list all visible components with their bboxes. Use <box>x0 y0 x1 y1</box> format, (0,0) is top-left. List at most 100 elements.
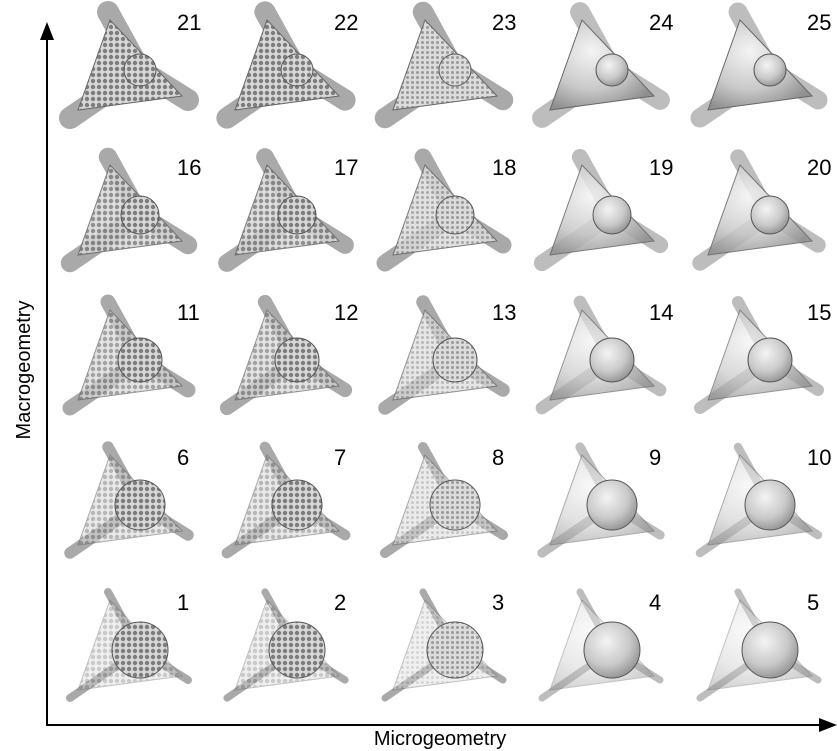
tripod-sphere <box>112 622 168 678</box>
grid-cell: 20 <box>700 155 831 263</box>
tripod-shape <box>70 157 188 263</box>
tripod-shape <box>700 447 818 553</box>
cell-number: 3 <box>492 590 504 615</box>
grid-cell: 4 <box>542 590 661 698</box>
cell-number: 15 <box>807 300 831 325</box>
tripod-shape <box>700 157 818 263</box>
tripod-shape <box>385 302 503 408</box>
grid-cell: 15 <box>700 300 831 408</box>
tripod-sphere <box>436 196 474 234</box>
grid-cell: 24 <box>542 10 673 118</box>
cell-number: 16 <box>177 155 201 180</box>
x-axis-arrow-icon <box>819 718 837 732</box>
tripod-sphere <box>124 54 156 86</box>
cell-number: 12 <box>334 300 358 325</box>
grid-cell: 7 <box>227 445 346 553</box>
grid-cell: 13 <box>385 300 516 408</box>
tripod-shape <box>385 592 503 698</box>
grid-cell: 19 <box>542 155 673 263</box>
tripod-sphere <box>275 338 319 382</box>
cell-number: 5 <box>807 590 819 615</box>
y-axis-label: Macrogeometry <box>13 301 35 440</box>
tripod-shape <box>700 302 818 408</box>
grid-cell: 2 <box>227 590 346 698</box>
tripod-sphere <box>278 196 316 234</box>
tripod-sphere <box>748 338 792 382</box>
tripod-shape <box>542 12 660 118</box>
grid-cell: 17 <box>227 155 358 263</box>
cell-number: 18 <box>492 155 516 180</box>
tripod-shape <box>385 447 503 553</box>
tripod-sphere <box>754 54 786 86</box>
tripod-shape <box>700 592 818 698</box>
cell-number: 17 <box>334 155 358 180</box>
tripod-sphere <box>596 54 628 86</box>
cell-number: 7 <box>334 445 346 470</box>
tripod-sphere <box>751 196 789 234</box>
tripod-shape <box>227 592 345 698</box>
tripod-shape <box>227 447 345 553</box>
tripod-shape <box>227 157 345 263</box>
tripod-sphere <box>281 54 313 86</box>
tripod-shape <box>227 302 345 408</box>
tripod-sphere <box>430 480 480 530</box>
grid-cell: 11 <box>70 300 200 408</box>
tripod-sphere <box>272 480 322 530</box>
tripod-sphere <box>121 196 159 234</box>
tripod-sphere <box>587 480 637 530</box>
tripod-sphere <box>593 196 631 234</box>
tripod-shape <box>542 447 660 553</box>
grid-cell: 14 <box>542 300 673 408</box>
tripod-shape <box>542 302 660 408</box>
tripod-shape <box>70 302 188 408</box>
cell-number: 1 <box>177 590 189 615</box>
grid-cell: 12 <box>227 300 358 408</box>
cell-number: 20 <box>807 155 831 180</box>
y-axis-arrow-icon <box>40 22 54 40</box>
cell-number: 23 <box>492 10 516 35</box>
cell-number: 6 <box>177 445 189 470</box>
cell-number: 10 <box>807 445 831 470</box>
tripod-sphere <box>115 480 165 530</box>
tripod-sphere <box>745 480 795 530</box>
grid-cell: 1 <box>70 590 189 698</box>
tripod-sphere <box>269 622 325 678</box>
tripod-sphere <box>427 622 483 678</box>
tripod-sphere <box>584 622 640 678</box>
tripod-shape <box>700 12 818 118</box>
grid-cell: 8 <box>385 445 504 553</box>
tripod-shape <box>70 12 188 118</box>
tripod-sphere <box>433 338 477 382</box>
grid-cell: 21 <box>70 10 201 118</box>
tripod-shape <box>385 157 503 263</box>
tripod-shape <box>385 12 503 118</box>
tripod-shape <box>542 157 660 263</box>
tripod-sphere <box>590 338 634 382</box>
grid-cell: 6 <box>70 445 189 553</box>
tripod-sphere <box>742 622 798 678</box>
tripod-sphere <box>439 54 471 86</box>
cells-group: 2122232425161718192011121314156789101234… <box>70 10 831 698</box>
grid-cell: 16 <box>70 155 201 263</box>
cell-number: 13 <box>492 300 516 325</box>
grid-cell: 3 <box>385 590 504 698</box>
cell-number: 21 <box>177 10 201 35</box>
grid-cell: 22 <box>227 10 358 118</box>
tripod-shape <box>70 447 188 553</box>
cell-number: 19 <box>649 155 673 180</box>
cell-number: 24 <box>649 10 673 35</box>
tripod-shape <box>542 592 660 698</box>
grid-cell: 10 <box>700 445 831 553</box>
tripod-shape <box>70 592 188 698</box>
tripod-sphere <box>118 338 162 382</box>
grid-cell: 5 <box>700 590 819 698</box>
tripod-shape <box>227 12 345 118</box>
cell-number: 22 <box>334 10 358 35</box>
cell-number: 25 <box>807 10 831 35</box>
cell-number: 4 <box>649 590 661 615</box>
grid-cell: 18 <box>385 155 516 263</box>
cell-number: 14 <box>649 300 673 325</box>
cell-number: 2 <box>334 590 346 615</box>
